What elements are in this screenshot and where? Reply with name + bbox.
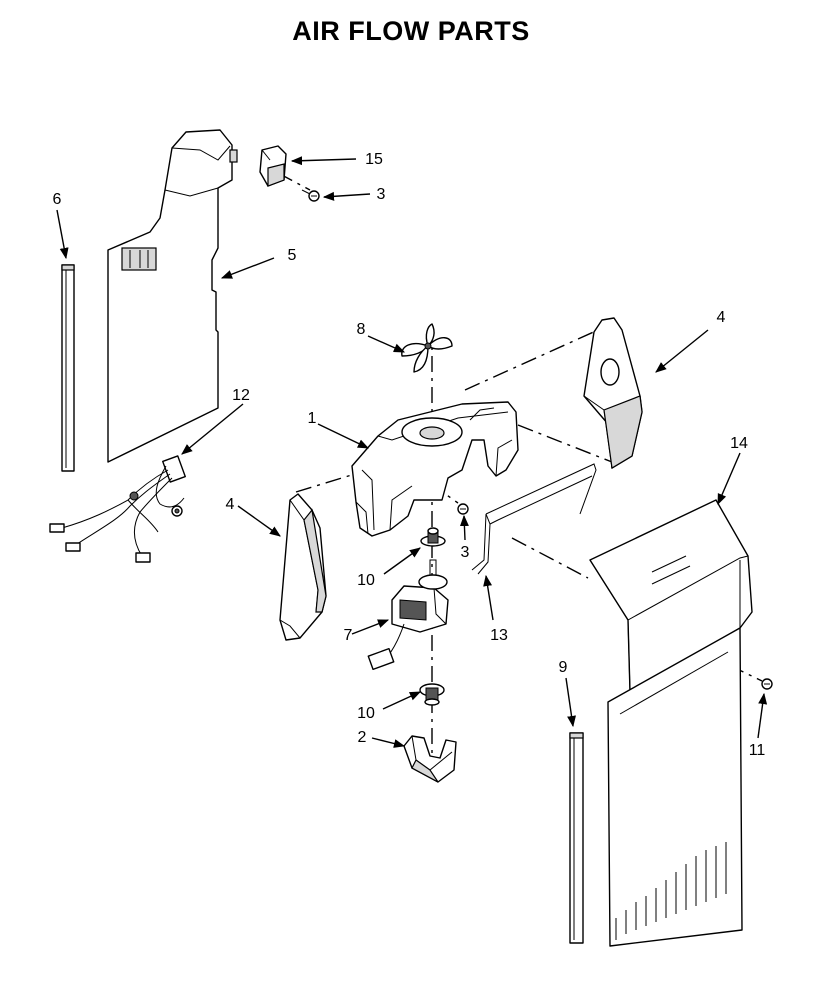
- part-wire-bracket: [471, 463, 597, 575]
- callout-1: 1: [308, 410, 317, 427]
- diagram-title: AIR FLOW PARTS: [292, 16, 530, 46]
- callout-13: 13: [490, 627, 508, 644]
- callout-2: 2: [358, 729, 367, 746]
- part-grommet-top: [420, 527, 446, 547]
- callout-15: 15: [365, 151, 383, 168]
- part-fan-shroud: [351, 401, 519, 537]
- part-screw-middle: [457, 503, 469, 515]
- callout-11: 11: [749, 742, 766, 759]
- part-gasket-strip-right: [569, 732, 584, 944]
- callout-12: 12: [232, 387, 250, 404]
- callout-3-middle: 3: [461, 544, 470, 561]
- vent-slots: [615, 842, 727, 940]
- part-wire-harness: [49, 455, 186, 563]
- part-duct-plate-right: [583, 317, 643, 469]
- callout-6: 6: [53, 191, 62, 208]
- part-fan-blade: [401, 323, 453, 373]
- callout-14: 14: [730, 435, 748, 452]
- part-evaporator-cover: [107, 129, 238, 463]
- callout-4-left: 4: [226, 496, 235, 513]
- part-rear-panel: [589, 499, 753, 947]
- part-grommet-bottom: [419, 683, 445, 706]
- callout-8: 8: [357, 321, 366, 338]
- callout-10-top: 10: [357, 572, 375, 589]
- part-screw-top: [301, 189, 320, 202]
- part-screw-right: [761, 678, 773, 690]
- callout-10-bottom: 10: [357, 705, 375, 722]
- leader-lines: [56, 156, 768, 748]
- callout-7: 7: [344, 627, 353, 644]
- part-motor-bracket: [403, 735, 457, 783]
- callout-4-right: 4: [717, 309, 726, 326]
- callout-labels: 6 5 15 3 12 8 1 4 14 4 3 10 13 7 10 2 9 …: [53, 151, 766, 759]
- callout-3-top: 3: [377, 186, 386, 203]
- part-duct-plate-left: [279, 493, 327, 641]
- part-gasket-strip-left: [61, 264, 75, 472]
- part-fan-motor: [367, 559, 449, 671]
- callout-9: 9: [559, 659, 568, 676]
- callout-5: 5: [288, 247, 297, 264]
- part-small-bracket: [259, 145, 287, 187]
